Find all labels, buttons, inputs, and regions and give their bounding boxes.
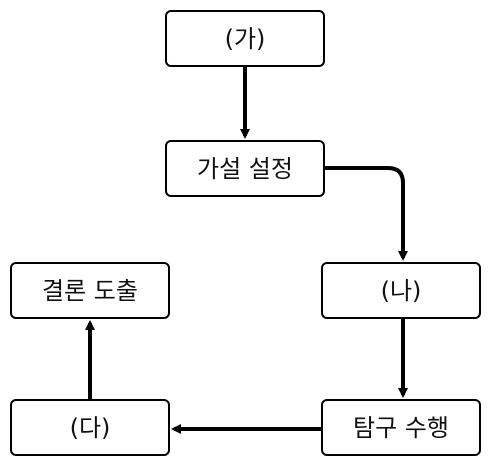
node-ga: (가)	[165, 10, 325, 67]
node-hypothesis-label: 가설 설정	[197, 154, 293, 183]
node-conclusion: 결론 도출	[10, 262, 170, 319]
node-conclusion-label: 결론 도출	[42, 276, 138, 305]
node-hypothesis: 가설 설정	[165, 140, 325, 197]
node-inquiry-label: 탐구 수행	[353, 413, 449, 442]
node-inquiry: 탐구 수행	[321, 399, 481, 456]
node-da-label: (다)	[69, 413, 111, 442]
node-da: (다)	[10, 399, 170, 456]
node-na-label: (나)	[380, 276, 422, 305]
node-na: (나)	[321, 262, 481, 319]
edge-hypothesis-to-na	[325, 166, 408, 261]
node-ga-label: (가)	[224, 24, 266, 53]
